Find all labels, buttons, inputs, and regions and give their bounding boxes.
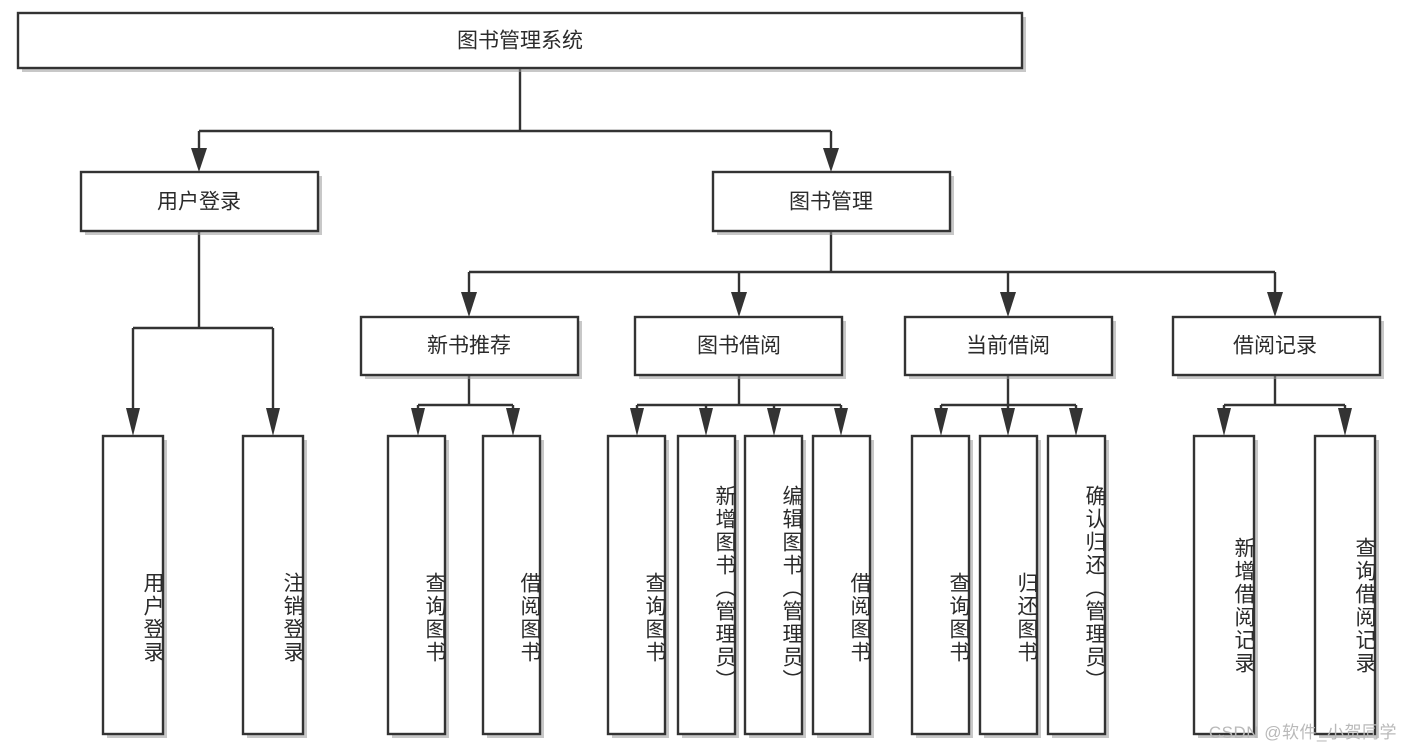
arrow-head-bookmanage-4: [1267, 292, 1283, 317]
node-user-login-label: 用户登录: [157, 191, 241, 214]
csdn-watermark: CSDN @软件_小贺同学: [1208, 723, 1397, 742]
node-book-manage-label: 图书管理: [789, 191, 873, 214]
arrow-head-currentborrow-3: [1069, 408, 1083, 436]
arrow-head-bookborrow-4: [834, 408, 848, 436]
arrow-head-borrowrecord-2: [1338, 408, 1352, 436]
leaf-user-login-2[interactable]: [241, 434, 307, 738]
node-user-login[interactable]: 用户登录: [79, 170, 322, 235]
leaf-new-book-2-box: [481, 434, 542, 736]
leaf-current-borrow-1-box: [910, 434, 971, 736]
leaf-new-book-2[interactable]: [481, 434, 544, 738]
leaf-borrow-record-2-box: [1313, 434, 1377, 736]
node-book-borrow-box: [633, 315, 844, 377]
node-current-borrow[interactable]: 当前借阅: [903, 315, 1116, 379]
node-new-book-recommend[interactable]: 新书推荐: [359, 315, 582, 379]
leaf-book-borrow-4-box: [811, 434, 872, 736]
node-borrow-record-box: [1171, 315, 1382, 377]
arrow-head-borrowrecord-1: [1217, 408, 1231, 436]
leaf-user-login-1[interactable]: [101, 434, 167, 738]
leaf-current-borrow-3[interactable]: [1046, 434, 1109, 738]
node-root-box: [16, 11, 1024, 70]
arrow-head-userlogin-2: [266, 408, 280, 436]
leaf-new-book-1-box: [386, 434, 447, 736]
leaf-book-borrow-3-box: [743, 434, 804, 736]
connector-group-user-login: [126, 231, 280, 436]
leaf-borrow-record-2[interactable]: [1313, 434, 1379, 738]
arrow-head-bookmanage-1: [461, 292, 477, 317]
leaf-book-borrow-1-box: [606, 434, 667, 736]
node-root-label: 图书管理系统: [457, 30, 583, 53]
leaf-current-borrow-2[interactable]: [978, 434, 1041, 738]
arrow-head-currentborrow-2: [1001, 408, 1015, 436]
connector-group-root: [191, 68, 839, 172]
node-borrow-record-label: 借阅记录: [1233, 335, 1317, 358]
leaf-borrow-record-1-box: [1192, 434, 1256, 736]
arrow-head-root-2: [823, 148, 839, 172]
node-user-login-box: [79, 170, 320, 233]
arrow-head-bookmanage-2: [731, 292, 747, 317]
connector-group-new-book: [411, 375, 520, 436]
node-root[interactable]: 图书管理系统: [16, 11, 1026, 72]
connector-group-current-borrow: [934, 375, 1083, 436]
arrow-head-bookborrow-3: [767, 408, 781, 436]
leaf-current-borrow-3-box: [1046, 434, 1107, 736]
leaf-current-borrow-1[interactable]: [910, 434, 973, 738]
node-current-borrow-label: 当前借阅: [966, 335, 1050, 358]
node-book-borrow-label: 图书借阅: [697, 335, 781, 358]
arrow-head-newbook-2: [506, 408, 520, 436]
leaf-user-login-2-box: [241, 434, 305, 736]
arrow-head-bookborrow-1: [630, 408, 644, 436]
arrow-head-root-1: [191, 148, 207, 172]
arrow-head-userlogin-1: [126, 408, 140, 436]
node-new-book-recommend-box: [359, 315, 580, 377]
node-current-borrow-box: [903, 315, 1114, 377]
leaf-book-borrow-3[interactable]: [743, 434, 806, 738]
connector-group-book-manage: [461, 231, 1283, 317]
leaf-book-borrow-2[interactable]: [676, 434, 739, 738]
leaf-book-borrow-2-box: [676, 434, 737, 736]
arrow-head-currentborrow-1: [934, 408, 948, 436]
node-borrow-record[interactable]: 借阅记录: [1171, 315, 1384, 379]
leaf-current-borrow-2-box: [978, 434, 1039, 736]
node-book-borrow[interactable]: 图书借阅: [633, 315, 846, 379]
leaf-user-login-1-box: [101, 434, 165, 736]
node-new-book-recommend-label: 新书推荐: [427, 335, 511, 358]
leaf-borrow-record-1[interactable]: [1192, 434, 1258, 738]
leaf-new-book-1[interactable]: [386, 434, 449, 738]
leaf-book-borrow-4[interactable]: [811, 434, 874, 738]
connector-group-book-borrow: [630, 375, 848, 436]
arrow-head-bookborrow-2: [699, 408, 713, 436]
arrow-head-newbook-1: [411, 408, 425, 436]
connector-group-borrow-record: [1217, 375, 1352, 436]
arrow-head-bookmanage-3: [1000, 292, 1016, 317]
leaf-book-borrow-1[interactable]: [606, 434, 669, 738]
node-book-manage[interactable]: 图书管理: [711, 170, 954, 235]
node-book-manage-box: [711, 170, 952, 233]
